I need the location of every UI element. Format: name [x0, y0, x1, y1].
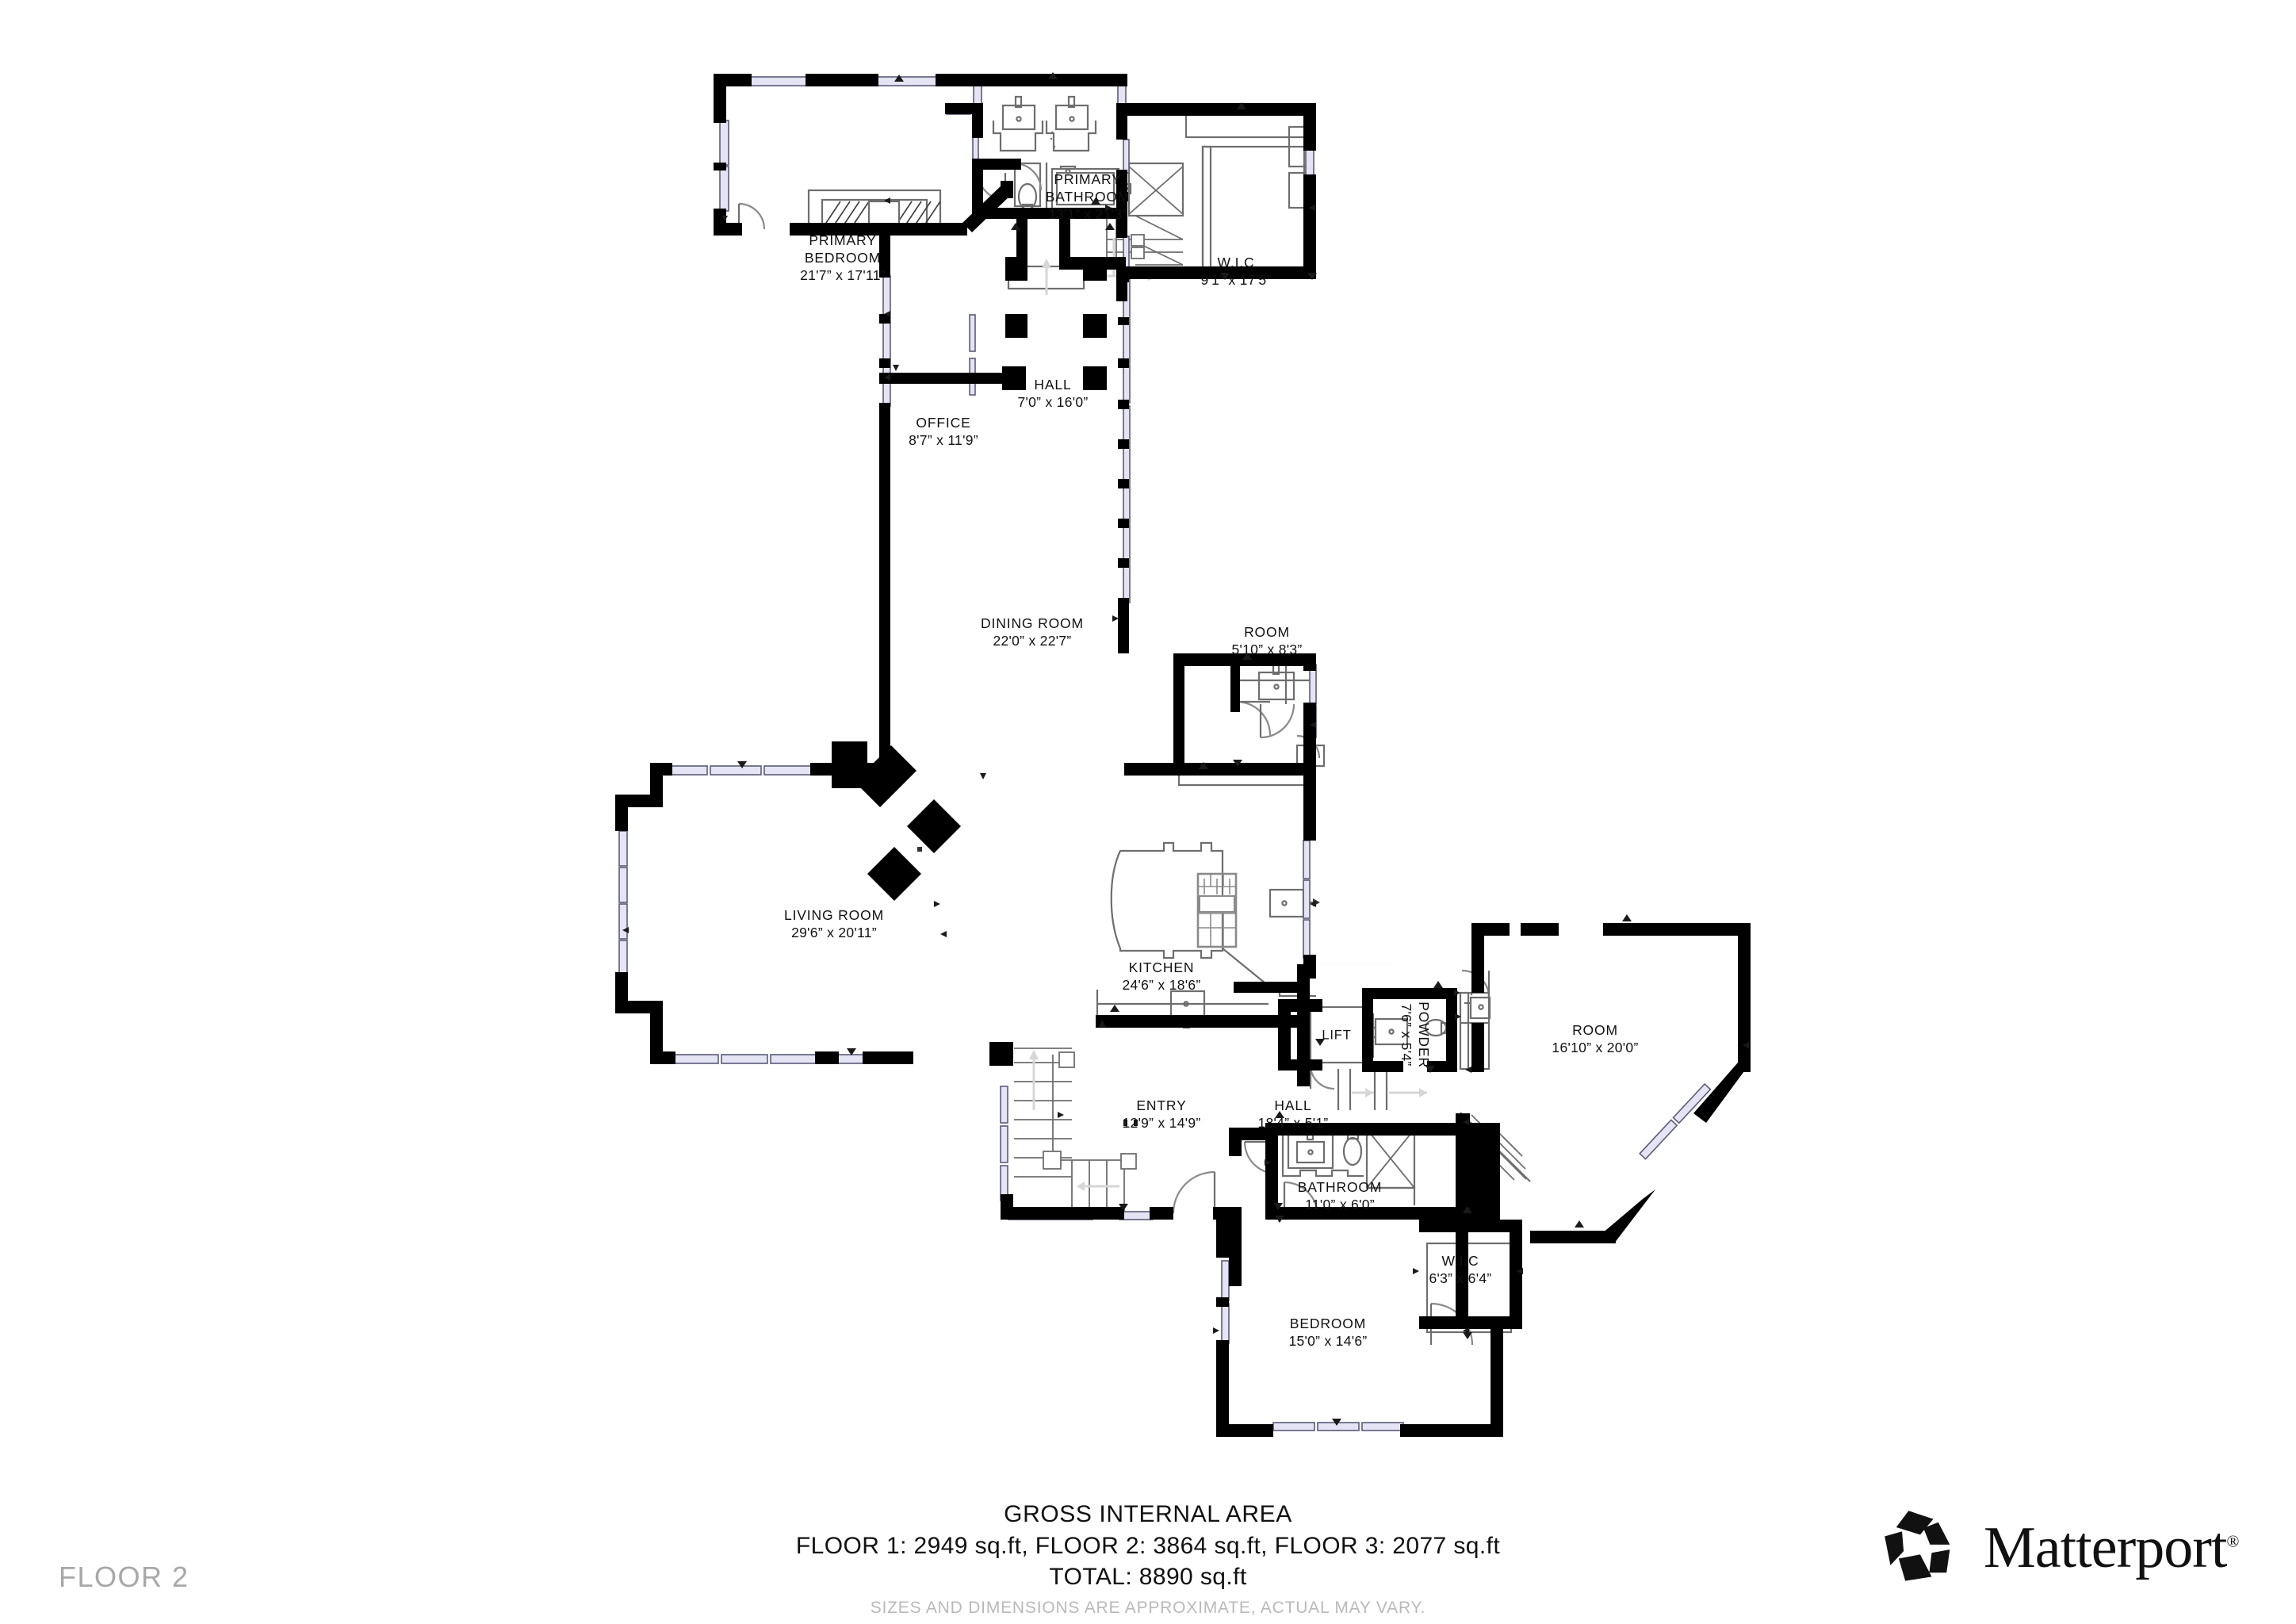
walls [615, 74, 1751, 1437]
view-direction-markers [622, 72, 1749, 1426]
matterport-logo-icon [1885, 1511, 1950, 1581]
gross-internal-area-block: GROSS INTERNAL AREA FLOOR 1: 2949 sq.ft,… [0, 1499, 2296, 1618]
matterport-wordmark: Matterport® [1984, 1519, 2239, 1577]
area-floor-breakdown: FLOOR 1: 2949 sq.ft, FLOOR 2: 3864 sq.ft… [795, 1532, 1501, 1559]
registered-mark: ® [2226, 1531, 2240, 1551]
floor-tag: FLOOR 2 [59, 1561, 189, 1593]
matterport-branding: Matterport® [1881, 1507, 2239, 1589]
area-title: GROSS INTERNAL AREA [1004, 1501, 1292, 1527]
area-disclaimer: SIZES AND DIMENSIONS ARE APPROXIMATE, AC… [870, 1598, 1426, 1617]
area-total: TOTAL: 8890 sq.ft [1049, 1564, 1247, 1591]
brand-name: Matterport [1984, 1515, 2227, 1580]
